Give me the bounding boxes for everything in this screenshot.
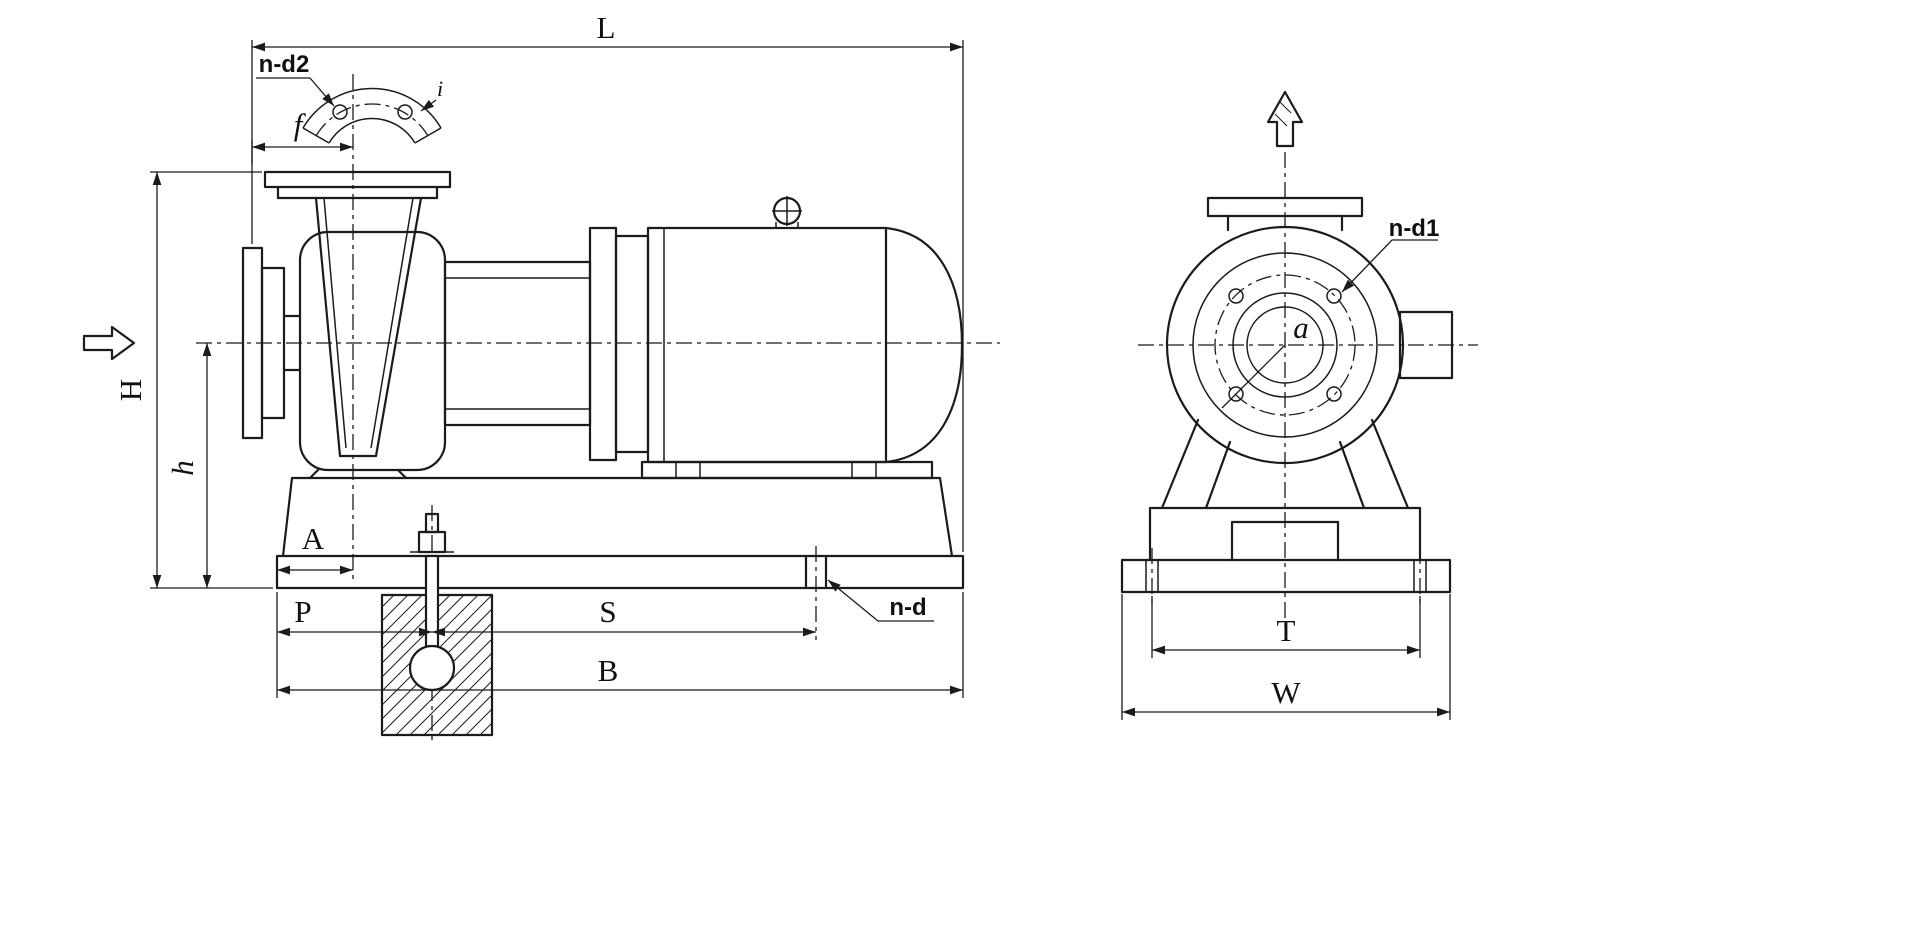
dim-label-n-d2: n-d2 <box>259 51 310 78</box>
discharge-flow-arrow-icon <box>1266 90 1304 148</box>
dim-label-n-d: n-d <box>889 594 926 621</box>
detail-bolt-hole <box>397 104 413 120</box>
ext-lines-L <box>251 40 964 552</box>
end-view: n-d1 a T W <box>1120 90 1478 720</box>
support-bracket <box>1148 506 1422 562</box>
motor-cap <box>884 226 964 464</box>
flange-bolt-hole <box>1326 386 1342 402</box>
suction-flange-inner <box>260 266 286 420</box>
casing-foot <box>308 468 408 480</box>
dim-label-l: L <box>597 10 616 45</box>
anchor-bolt <box>408 512 456 692</box>
motor-endbell <box>614 234 650 454</box>
detail-inner-arc <box>328 117 416 144</box>
side-view-dimensions <box>150 40 964 698</box>
flange-bolt-hole <box>1228 288 1244 304</box>
flange-bolt-detail <box>256 77 442 144</box>
bracket-flange <box>588 226 618 462</box>
coupling-barrel-lines <box>445 277 590 410</box>
dim-label-h: h <box>165 460 200 476</box>
eye-bolt-cross <box>772 196 802 228</box>
casing-outer-circle <box>1165 225 1405 465</box>
dim-label-i: i <box>437 76 443 101</box>
discharge-flange <box>263 170 452 189</box>
ext-lines-H <box>150 171 273 589</box>
detail-leader <box>420 99 437 112</box>
motor-foot-bolts <box>675 462 877 478</box>
dim-label-n-d1: n-d1 <box>1389 215 1440 242</box>
bolt-shaft <box>424 554 440 650</box>
side-view: L n-d2 f H h A P S B n-d i <box>82 10 1000 742</box>
support-arch <box>1230 520 1340 562</box>
support-legs <box>1160 418 1410 510</box>
n-d1-leader <box>1341 239 1438 293</box>
angle-a-line <box>1221 344 1286 409</box>
discharge-flange-hub <box>276 185 439 200</box>
dim-label-h-cap: H <box>113 379 148 401</box>
dim-label-b: B <box>598 653 619 688</box>
end-top-flange <box>1206 196 1364 218</box>
casing-circle-2 <box>1192 252 1378 438</box>
flange-bolt-hole <box>1326 288 1342 304</box>
bolt-washer <box>410 551 454 557</box>
discharge-arrow-hatch <box>1274 100 1292 127</box>
n-d2-leader <box>256 77 335 107</box>
dim-label-s: S <box>599 594 616 629</box>
end-base <box>1120 558 1452 594</box>
detail-bolt-circle-arc <box>315 103 429 137</box>
suction-pipe <box>282 314 302 372</box>
ext-lines-bottom <box>276 592 964 698</box>
suction-flow-arrow-icon <box>82 325 136 361</box>
n-d-leader <box>827 579 934 622</box>
discharge-cone <box>314 196 423 458</box>
end-base-bolt-holes <box>1145 560 1427 592</box>
motor-body <box>646 226 888 464</box>
baseplate <box>275 476 965 590</box>
ext-lines-W <box>1121 594 1451 720</box>
dim-label-w: W <box>1271 675 1301 710</box>
bolt-circle <box>1214 274 1356 416</box>
detail-bolt-hole <box>332 104 348 120</box>
flange-bore-circle <box>1232 292 1338 398</box>
dim-label-t: T <box>1277 613 1296 648</box>
detail-radial-lines <box>302 127 442 144</box>
side-stub <box>1398 310 1454 380</box>
bolt-hook <box>408 644 456 692</box>
anchor-slot <box>804 554 828 590</box>
dim-label-a-cap: A <box>302 521 325 556</box>
end-base-bolt-centerlines <box>1151 548 1421 604</box>
dim-label-a: a <box>1293 310 1309 345</box>
suction-bore-circle <box>1246 306 1324 384</box>
motor-foot-pad <box>640 460 934 480</box>
end-flange-neck <box>1226 214 1344 232</box>
discharge-cone-inner <box>323 197 414 449</box>
flange-bolt-hole <box>1228 386 1244 402</box>
dim-label-p: P <box>294 594 311 629</box>
